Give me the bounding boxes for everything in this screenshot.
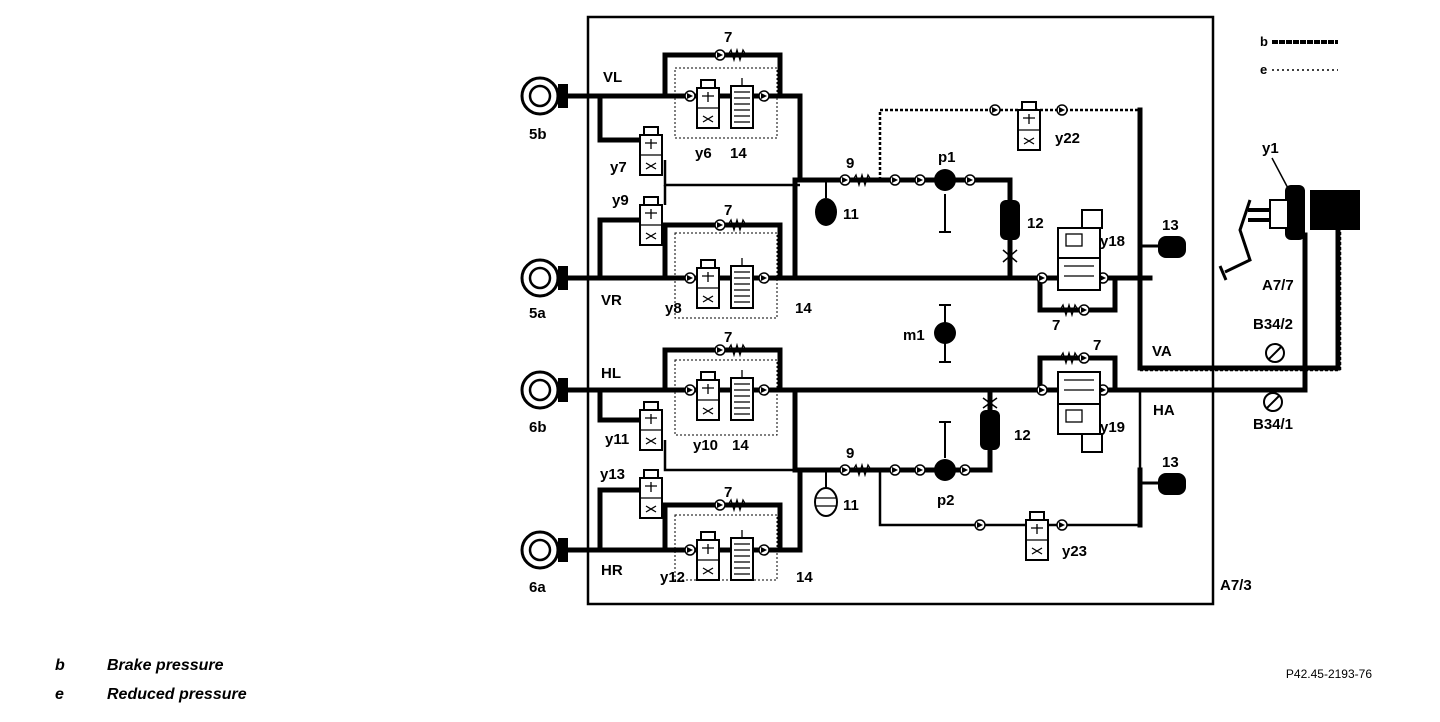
legend-reduced-pressure: e Reduced pressure <box>55 686 247 704</box>
valve-y23 <box>1025 511 1049 561</box>
dotted-control-lines <box>674 67 778 581</box>
label-6b: 6b <box>529 419 547 436</box>
valve-y11 <box>639 401 663 451</box>
label-14-hl: 14 <box>732 437 749 454</box>
valve-y12 <box>696 531 720 581</box>
valve-y22 <box>1017 101 1041 151</box>
wheel-6b <box>520 370 570 410</box>
label-11-upper: 11 <box>843 206 859 223</box>
legend-text-b: Brake pressure <box>107 657 224 674</box>
label-y18: y18 <box>1100 233 1125 250</box>
label-y12: y12 <box>660 569 685 586</box>
label-y7: y7 <box>610 159 627 176</box>
label-hr: HR <box>601 562 623 579</box>
label-y10: y10 <box>693 437 718 454</box>
unit-enclosure <box>586 15 1215 606</box>
outlet-13-upper <box>1140 236 1186 258</box>
pump-p2 <box>934 421 956 481</box>
label-9-lower: 9 <box>846 445 854 462</box>
valve-y8 <box>696 259 720 309</box>
valve-14-hr <box>730 529 754 581</box>
label-p1: p1 <box>938 149 956 166</box>
motor-m1 <box>934 304 956 363</box>
wheel-5b <box>520 76 570 116</box>
accumulator-11-lower <box>814 470 838 517</box>
valve-y19 <box>1057 371 1103 453</box>
label-vr: VR <box>601 292 622 309</box>
damper-12-upper <box>1000 200 1020 263</box>
label-5b: 5b <box>529 126 547 143</box>
label-7-y18: 7 <box>1052 317 1060 334</box>
valve-y18 <box>1057 209 1103 291</box>
label-5a: 5a <box>529 305 546 322</box>
label-y13: y13 <box>600 466 625 483</box>
label-y8: y8 <box>665 300 682 317</box>
label-y19: y19 <box>1100 419 1125 436</box>
label-11-lower: 11 <box>843 497 859 514</box>
inner-legend-key-b: b <box>1260 34 1268 49</box>
label-p2: p2 <box>937 492 955 509</box>
diagram-labels: 5b 5a 6b 6a VL VR HL HR VA HA y6 y7 y8 y… <box>529 29 1294 596</box>
label-12-lower: 12 <box>1014 427 1031 444</box>
valve-y10 <box>696 371 720 421</box>
valve-14-hl <box>730 369 754 421</box>
inner-legend: b e <box>1260 34 1338 77</box>
label-7-hr: 7 <box>724 484 732 501</box>
valve-y13 <box>639 469 663 519</box>
label-9-upper: 9 <box>846 155 854 172</box>
wheel-5a <box>520 258 570 298</box>
label-y23: y23 <box>1062 543 1087 560</box>
label-hl: HL <box>601 365 621 382</box>
label-12-upper: 12 <box>1027 215 1044 232</box>
upper-circuit-pipes <box>565 52 1342 372</box>
label-y11: y11 <box>605 431 629 448</box>
valve-14-vr <box>730 257 754 309</box>
label-6a: 6a <box>529 579 546 596</box>
valve-y9 <box>639 196 663 246</box>
sensor-b34-2 <box>1265 343 1285 363</box>
valve-14-vl <box>730 77 754 129</box>
label-14-vl: 14 <box>730 145 747 162</box>
sensor-b34-1 <box>1263 392 1283 412</box>
legend-key-b: b <box>55 657 65 674</box>
legend-brake-pressure: b Brake pressure <box>55 657 224 675</box>
legend-key-e: e <box>55 686 64 703</box>
label-ha: HA <box>1153 402 1175 419</box>
accumulator-11-upper <box>815 180 837 226</box>
label-14-vr: 14 <box>795 300 812 317</box>
label-y6: y6 <box>695 145 712 162</box>
outlet-13-lower <box>1140 473 1186 495</box>
label-a73: A7/3 <box>1220 577 1252 594</box>
wheel-6a <box>520 530 570 570</box>
label-a77: A7/7 <box>1262 277 1294 294</box>
label-7-y19: 7 <box>1093 337 1101 354</box>
label-y9: y9 <box>612 192 629 209</box>
pump-p1 <box>933 168 957 233</box>
legend-text-e: Reduced pressure <box>107 686 247 703</box>
valve-y6 <box>696 79 720 129</box>
label-m1: m1 <box>903 327 925 344</box>
label-y22: y22 <box>1055 130 1080 147</box>
inner-legend-key-e: e <box>1260 62 1267 77</box>
valve-y7 <box>639 126 663 176</box>
label-14-hr: 14 <box>796 569 813 586</box>
label-y1: y1 <box>1262 140 1279 157</box>
damper-12-lower <box>980 397 1000 450</box>
label-7-vr: 7 <box>724 202 732 219</box>
label-7-hl: 7 <box>724 329 732 346</box>
label-vl: VL <box>603 69 622 86</box>
label-va: VA <box>1152 343 1172 360</box>
label-13-upper: 13 <box>1162 217 1179 234</box>
label-b34-2: B34/2 <box>1253 316 1293 333</box>
check-valves <box>684 90 1109 556</box>
master-cylinder-a77 <box>1218 157 1360 281</box>
label-b34-1: B34/1 <box>1253 416 1293 433</box>
label-7-vl: 7 <box>724 29 732 46</box>
label-13-lower: 13 <box>1162 454 1179 471</box>
figure-reference: P42.45-2193-76 <box>1285 667 1372 681</box>
